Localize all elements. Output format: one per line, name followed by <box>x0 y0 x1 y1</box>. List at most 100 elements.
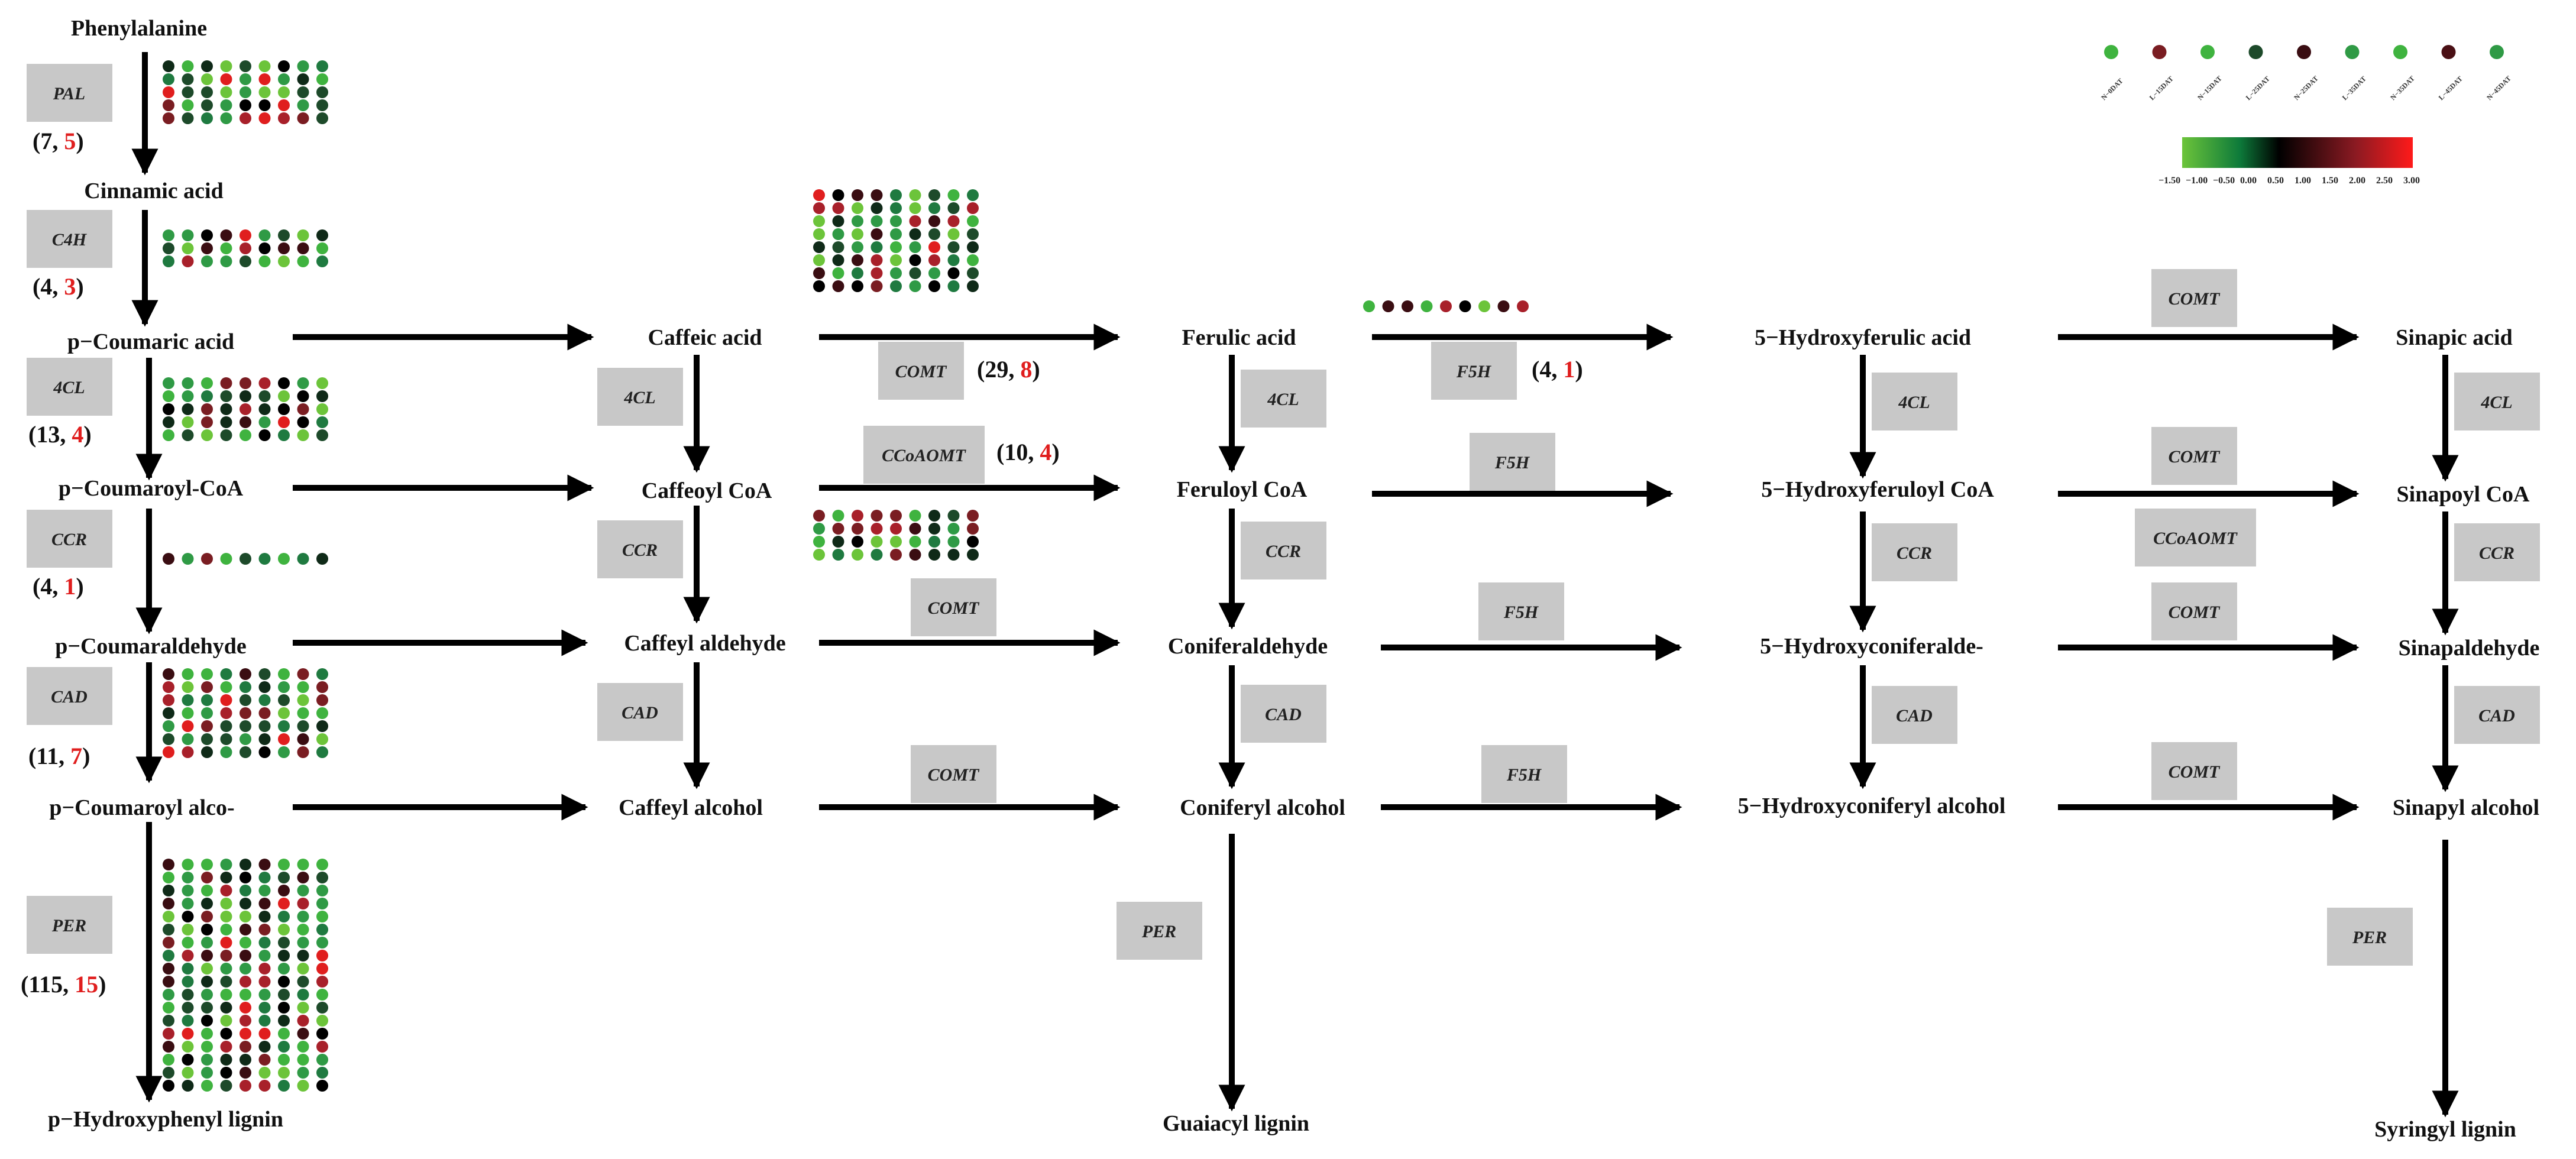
expression-dot <box>316 733 328 745</box>
expression-dot <box>297 950 309 961</box>
expression-dot <box>832 254 844 266</box>
expression-dot <box>182 377 194 389</box>
expression-dot <box>278 1080 290 1092</box>
scale-tick-label: 0.50 <box>2267 176 2284 186</box>
expression-dot <box>297 898 309 909</box>
expression-dot <box>240 1054 251 1066</box>
expression-dot <box>278 377 290 389</box>
expression-dot <box>201 255 213 267</box>
expression-dot <box>297 86 309 98</box>
scale-tick-label: −1.50 <box>2158 176 2180 186</box>
expression-dot <box>163 429 174 441</box>
expression-dot <box>297 229 309 241</box>
enzyme-per: PER <box>1141 922 1176 941</box>
expression-dot <box>201 681 213 693</box>
expression-dot <box>870 254 883 266</box>
expression-dot <box>163 1054 174 1066</box>
expression-dot <box>220 1015 232 1027</box>
expression-dot <box>201 989 213 1001</box>
expression-dot <box>182 720 194 732</box>
expression-dot <box>220 1067 232 1079</box>
enzyme-box: COMT <box>2151 582 2237 640</box>
count-c4h: (4, 3) <box>33 273 84 300</box>
expression-dot <box>813 241 825 253</box>
expression-dot <box>297 429 309 441</box>
legend-sample-label: L−25DAT <box>2244 75 2271 102</box>
expression-dot <box>967 254 979 266</box>
expression-dot <box>947 215 960 227</box>
enzyme-box: F5H <box>1478 582 1564 640</box>
compound-caffeyl-alcohol: Caffeyl alcohol <box>619 795 763 820</box>
compound-guaiacyl-lignin: Guaiacyl lignin <box>1163 1111 1309 1136</box>
expression-dot <box>182 976 194 988</box>
expression-dot <box>201 416 213 428</box>
expression-dot <box>813 254 825 266</box>
expression-dot <box>832 549 844 561</box>
enzyme-box: 4CL <box>597 368 683 426</box>
enzyme-box: PAL <box>27 64 112 122</box>
expression-dot <box>928 510 940 522</box>
expression-dot <box>220 859 232 870</box>
expression-dot <box>240 416 251 428</box>
expression-dot <box>316 668 328 680</box>
compound-coniferaldehyde: Coniferaldehyde <box>1168 634 1328 659</box>
expression-dot <box>297 377 309 389</box>
enzyme-boxes: PAL C4H 4CL CCR CAD PER 4CL CCR CAD COMT… <box>27 64 2540 966</box>
expression-dot <box>220 553 232 565</box>
enzyme-f5h: F5H <box>1494 453 1530 472</box>
expression-dot <box>316 746 328 758</box>
expression-dot <box>182 681 194 693</box>
legend-sample-dot <box>2297 45 2311 59</box>
expression-dot <box>201 707 213 719</box>
expression-dot <box>220 746 232 758</box>
expression-dot <box>967 202 979 214</box>
expression-dot <box>870 280 883 292</box>
enzyme-ccr: CCR <box>622 540 658 560</box>
expression-dot <box>316 1067 328 1079</box>
expression-dot <box>201 429 213 441</box>
expression-dot <box>163 898 174 909</box>
expression-dot <box>1363 300 1375 312</box>
legend-sample-label: N−0DAT <box>2099 77 2124 102</box>
expression-dot <box>163 989 174 1001</box>
expression-dot <box>201 86 213 98</box>
expression-dot <box>182 872 194 883</box>
enzyme-ccoaomt: CCoAOMT <box>2153 529 2238 548</box>
expression-dot <box>182 1067 194 1079</box>
expression-dot <box>278 733 290 745</box>
expression-dot <box>240 429 251 441</box>
expression-dot <box>163 229 174 241</box>
expression-dot <box>258 403 271 415</box>
expression-dot <box>220 73 232 85</box>
expression-dot <box>928 280 940 292</box>
expression-dot <box>316 694 328 706</box>
expression-dot <box>220 885 232 896</box>
compound-cinnamic-acid: Cinnamic acid <box>84 179 223 203</box>
expression-dot <box>852 267 863 279</box>
expression-dot <box>316 924 328 935</box>
expression-dot <box>278 681 290 693</box>
expression-dot <box>258 989 271 1001</box>
enzyme-f5h: F5H <box>1506 765 1542 785</box>
expression-dot <box>278 255 290 267</box>
enzyme-comt: COMT <box>895 362 947 381</box>
expression-dot <box>870 267 883 279</box>
enzyme-box: PER <box>27 896 112 954</box>
legend-sample-dot <box>2490 45 2504 59</box>
expression-dot <box>278 1067 290 1079</box>
expression-dot <box>220 707 232 719</box>
expression-dot <box>258 1080 271 1092</box>
expression-dot <box>182 390 194 402</box>
expression-dot <box>278 403 290 415</box>
expression-dot <box>890 267 902 279</box>
enzyme-ccr: CCR <box>51 530 87 549</box>
expression-dot <box>182 255 194 267</box>
expression-dot <box>928 228 940 240</box>
expression-dot <box>297 255 309 267</box>
expression-dot <box>316 1002 328 1014</box>
compound-5-hydroxyferulic-acid: 5−Hydroxyferulic acid <box>1755 325 1971 350</box>
expression-dot <box>258 924 271 935</box>
expression-dot <box>870 215 883 227</box>
enzyme-comt: COMT <box>2169 762 2221 782</box>
enzyme-box: CAD <box>2454 686 2540 744</box>
